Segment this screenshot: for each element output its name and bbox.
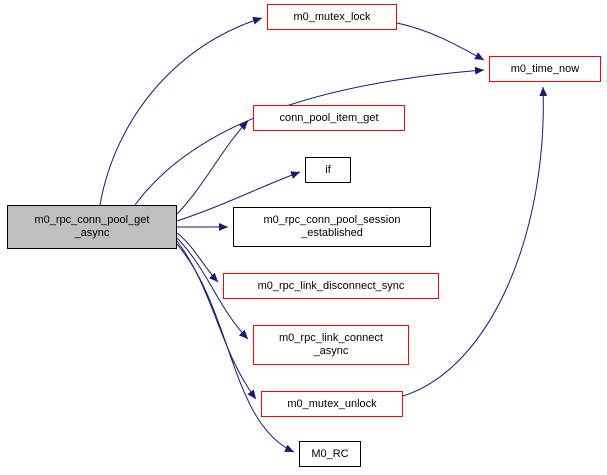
node-label: _async bbox=[74, 227, 110, 239]
node-conn-pool-item-get[interactable]: conn_pool_item_get bbox=[253, 105, 405, 131]
edge-get-async-to-link-disconnect-sync bbox=[176, 232, 219, 283]
edge-mutex-lock-to-time-now bbox=[396, 22, 485, 61]
node-label: m0_time_now bbox=[510, 62, 580, 75]
edge-get-async-to-time-now bbox=[134, 66, 485, 206]
edge-get-async-to-link-connect-async bbox=[176, 237, 249, 340]
node-label: if bbox=[325, 163, 331, 176]
edge-get-async-to-conn-pool-item-get bbox=[176, 120, 249, 215]
node-label: m0_rpc_link_disconnect_sync bbox=[257, 279, 405, 292]
node-m0-time-now[interactable]: m0_time_now bbox=[489, 56, 601, 82]
node-label: m0_rpc_conn_pool_get bbox=[34, 214, 150, 226]
edge-get-async-to-if bbox=[176, 171, 301, 222]
node-label: M0_RC bbox=[311, 447, 349, 460]
node-label: conn_pool_item_get bbox=[279, 111, 379, 124]
edge-get-async-to-mutex-unlock bbox=[176, 240, 257, 400]
node-m0-rpc-conn-pool-session-established: m0_rpc_conn_pool_session _established bbox=[233, 207, 431, 247]
edge-get-async-to-m0-rc bbox=[176, 243, 295, 453]
node-m0-rpc-conn-pool-get-async: m0_rpc_conn_pool_get _async bbox=[7, 205, 177, 249]
edge-mutex-unlock-to-time-now bbox=[402, 86, 548, 397]
node-label: m0_mutex_lock bbox=[293, 10, 371, 23]
node-m0-mutex-lock[interactable]: m0_mutex_lock bbox=[267, 4, 397, 30]
node-if: if bbox=[305, 157, 351, 183]
edge-get-async-to-mutex-lock bbox=[99, 16, 263, 206]
node-m0-rc: M0_RC bbox=[299, 441, 361, 467]
node-label: _established bbox=[301, 227, 363, 239]
node-m0-rpc-link-disconnect-sync[interactable]: m0_rpc_link_disconnect_sync bbox=[223, 273, 439, 299]
node-label: m0_rpc_conn_pool_session bbox=[263, 214, 401, 226]
node-label: _async bbox=[313, 345, 349, 357]
node-label: m0_rpc_link_connect bbox=[279, 332, 383, 344]
node-label: m0_mutex_unlock bbox=[287, 397, 377, 410]
node-m0-mutex-unlock[interactable]: m0_mutex_unlock bbox=[261, 391, 403, 417]
node-m0-rpc-link-connect-async[interactable]: m0_rpc_link_connect _async bbox=[253, 325, 409, 365]
